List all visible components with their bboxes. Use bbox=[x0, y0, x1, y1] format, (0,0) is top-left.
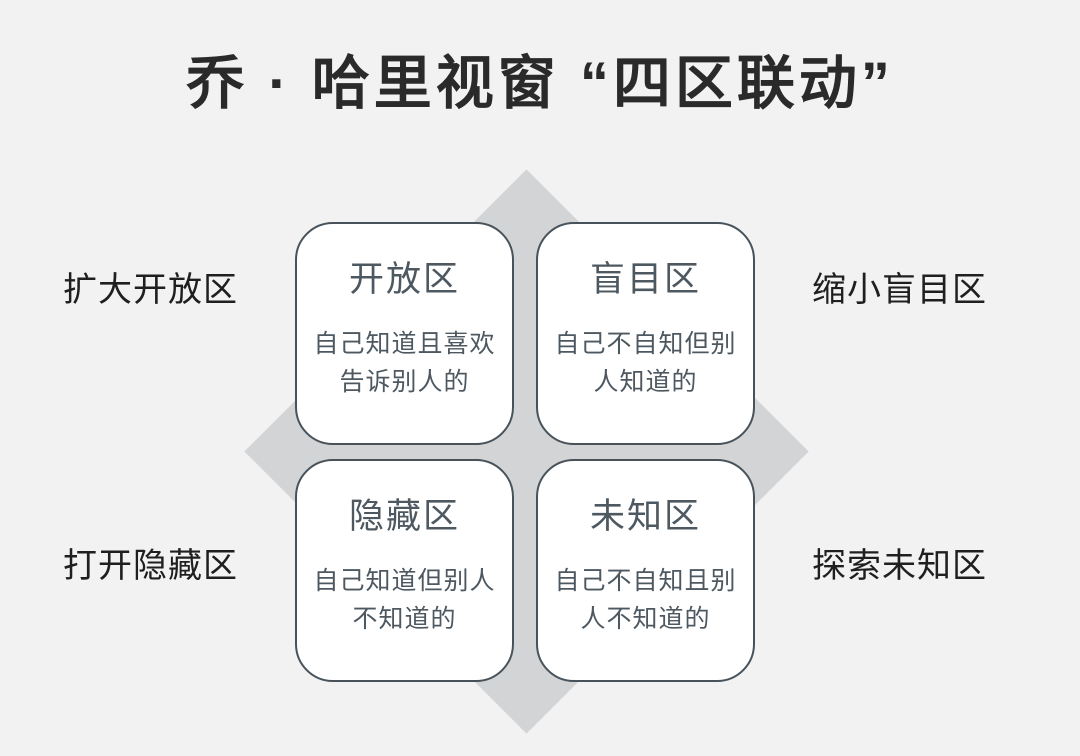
action-label-expand-open: 扩大开放区 bbox=[63, 271, 238, 309]
quadrant-desc-blind: 自己不自知但别 人知道的 bbox=[554, 325, 736, 401]
quadrant-desc-hidden: 自己知道但别人 不知道的 bbox=[313, 562, 495, 638]
quadrant-title-open: 开放区 bbox=[348, 260, 460, 299]
quadrant-title-hidden: 隐藏区 bbox=[348, 497, 460, 536]
quadrant-box-open: 开放区 自己知道且喜欢 告诉别人的 bbox=[295, 222, 514, 445]
action-label-shrink-blind: 缩小盲目区 bbox=[812, 271, 987, 309]
quadrant-desc-blind-line1: 自己不自知但别 bbox=[554, 330, 737, 359]
page-title: 乔 · 哈里视窗 “四区联动” bbox=[186, 51, 894, 116]
quadrant-desc-unknown-line2: 人不知道的 bbox=[580, 605, 711, 634]
quadrant-desc-open-line2: 告诉别人的 bbox=[339, 368, 470, 397]
quadrant-desc-blind-line2: 人知道的 bbox=[593, 368, 698, 397]
quadrant-box-hidden: 隐藏区 自己知道但别人 不知道的 bbox=[295, 459, 514, 682]
quadrant-desc-unknown-line1: 自己不自知且别 bbox=[554, 567, 737, 596]
quadrant-desc-open-line1: 自己知道且喜欢 bbox=[313, 330, 496, 359]
quadrant-desc-hidden-line1: 自己知道但别人 bbox=[313, 567, 496, 596]
quadrant-desc-open: 自己知道且喜欢 告诉别人的 bbox=[313, 325, 495, 401]
quadrant-box-blind: 盲目区 自己不自知但别 人知道的 bbox=[536, 222, 755, 445]
quadrant-desc-unknown: 自己不自知且别 人不知道的 bbox=[554, 562, 736, 638]
quadrant-title-blind: 盲目区 bbox=[589, 260, 701, 299]
quadrant-desc-hidden-line2: 不知道的 bbox=[352, 605, 457, 634]
quadrant-box-unknown: 未知区 自己不自知且别 人不知道的 bbox=[536, 459, 755, 682]
quadrant-title-unknown: 未知区 bbox=[589, 497, 701, 536]
action-label-open-hidden: 打开隐藏区 bbox=[63, 547, 238, 585]
action-label-explore-unknown: 探索未知区 bbox=[812, 547, 987, 585]
